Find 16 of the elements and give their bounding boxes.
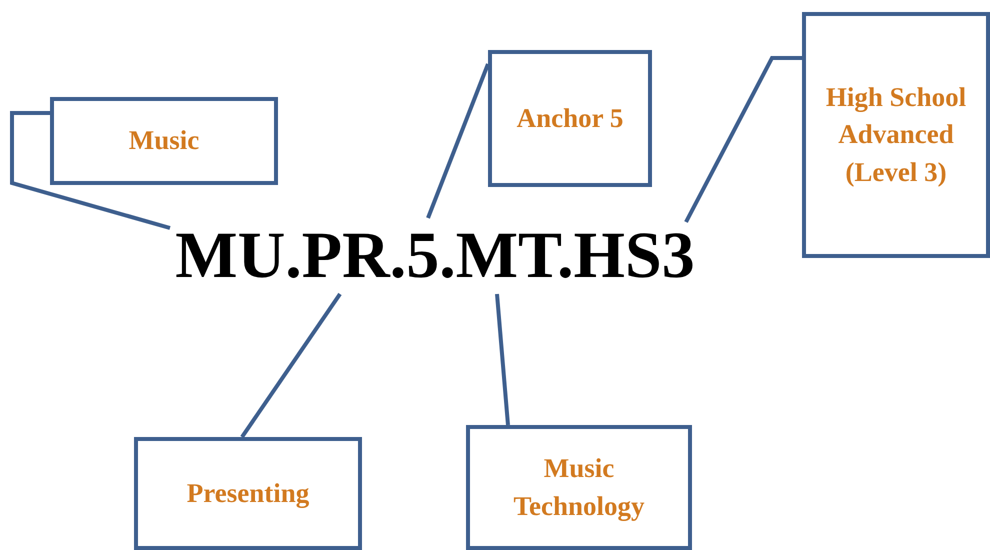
connector-line <box>240 292 342 438</box>
box-label: Anchor 5 <box>516 102 624 135</box>
connector-line <box>495 294 510 426</box>
label-box <box>802 12 990 258</box>
box-label: High School Advanced (Level 3) <box>824 81 968 189</box>
label-box <box>466 425 692 550</box>
connector-line <box>426 63 490 219</box>
connector-line <box>10 111 171 230</box>
connector-line <box>684 56 802 223</box>
label-box <box>50 97 278 185</box>
label-box <box>488 50 652 187</box>
standard-code: MU.PR.5.MT.HS3 <box>175 218 695 294</box>
box-label: Music <box>128 124 200 158</box>
box-label: Presenting <box>186 476 310 510</box>
label-box <box>134 437 362 550</box>
box-label: Music Technology <box>512 452 646 523</box>
